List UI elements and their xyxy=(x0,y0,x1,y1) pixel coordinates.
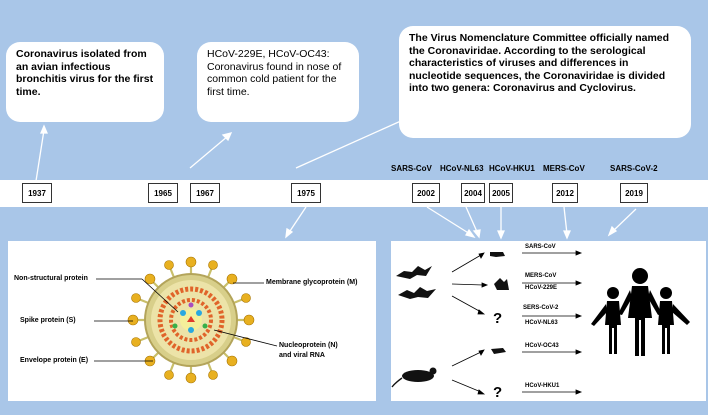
year-1965: 1965 xyxy=(148,183,178,203)
connector-2004 xyxy=(465,206,479,235)
year-2002: 2002 xyxy=(412,183,440,203)
camel-icon xyxy=(494,278,509,290)
label-mers-cov: MERS-CoV xyxy=(525,273,557,279)
timeline-band xyxy=(0,180,708,207)
label-nucleoprotein: Nucleoprotein (N) xyxy=(279,342,338,349)
connector-2002 xyxy=(426,206,471,235)
year-2004: 2004 xyxy=(461,183,485,203)
connector-2012 xyxy=(563,206,568,235)
year-1975: 1975 xyxy=(291,183,321,203)
civet-icon xyxy=(490,252,505,257)
transmission-panel xyxy=(391,241,706,401)
label-hcov-hku1: HCoV-HKU1 xyxy=(525,383,560,389)
arrow-bat-civet xyxy=(451,254,482,273)
year-2012: 2012 xyxy=(552,183,578,203)
arrow-rat-dog xyxy=(451,351,482,367)
label-spike-protein: Spike protein (S) xyxy=(20,317,76,324)
coronavirus-particle-icon xyxy=(127,256,255,384)
label-sars-cov: SARS-CoV xyxy=(525,244,556,250)
virus-label-mers-cov: MERS-CoV xyxy=(543,164,585,173)
virus-label-hcov-hku1: HCoV-HKU1 xyxy=(489,164,535,173)
year-1937: 1937 xyxy=(22,183,52,203)
year-2005: 2005 xyxy=(489,183,513,203)
human-family-icon xyxy=(591,268,690,356)
unknown-host-mark-2: ? xyxy=(493,384,503,401)
year-1967: 1967 xyxy=(190,183,220,203)
unknown-host-mark-1: ? xyxy=(493,310,503,327)
arrow-rat-unknown xyxy=(451,379,482,393)
connector-1965 xyxy=(189,135,229,169)
callout-1965: HCoV-229E, HCoV-OC43: Coronavirus found … xyxy=(197,42,359,122)
pointer-nucleoprotein xyxy=(213,329,278,347)
arrow-bat-unknown xyxy=(451,295,482,313)
connector-1975-structure xyxy=(287,206,307,235)
year-2019: 2019 xyxy=(620,183,648,203)
dog-icon xyxy=(491,348,506,354)
callout-1975: The Virus Nomenclature Committee officia… xyxy=(399,26,691,138)
connector-1975 xyxy=(295,115,413,169)
connector-1937 xyxy=(35,129,45,182)
label-sers-cov-2: SERS-CoV-2 xyxy=(523,305,559,311)
label-hcov-oc43: HCoV-OC43 xyxy=(525,343,559,349)
virus-label-hcov-nl63: HCoV-NL63 xyxy=(440,164,484,173)
label-hcov-229e: HCoV-229E xyxy=(525,285,558,291)
label-non-structural-protein: Non-structural protein xyxy=(14,275,88,282)
bat-icon-2 xyxy=(398,287,436,299)
label-viral-rna: and viral RNA xyxy=(279,352,325,359)
virus-label-sars-cov: SARS-CoV xyxy=(391,164,432,173)
rat-icon xyxy=(402,370,434,382)
arrow-bat-camel xyxy=(451,283,484,286)
callout-1937: Coronavirus isolated from an avian infec… xyxy=(6,42,164,122)
connector-2019 xyxy=(611,208,637,233)
bat-icon xyxy=(396,266,432,279)
virus-label-sars-cov-2: SARS-CoV-2 xyxy=(610,164,658,173)
label-membrane-glycoprotein: Membrane glycoprotein (M) xyxy=(266,279,358,286)
label-hcov-nl63: HCoV-NL63 xyxy=(525,320,558,326)
label-envelope-protein: Envelope protein (E) xyxy=(20,357,89,364)
